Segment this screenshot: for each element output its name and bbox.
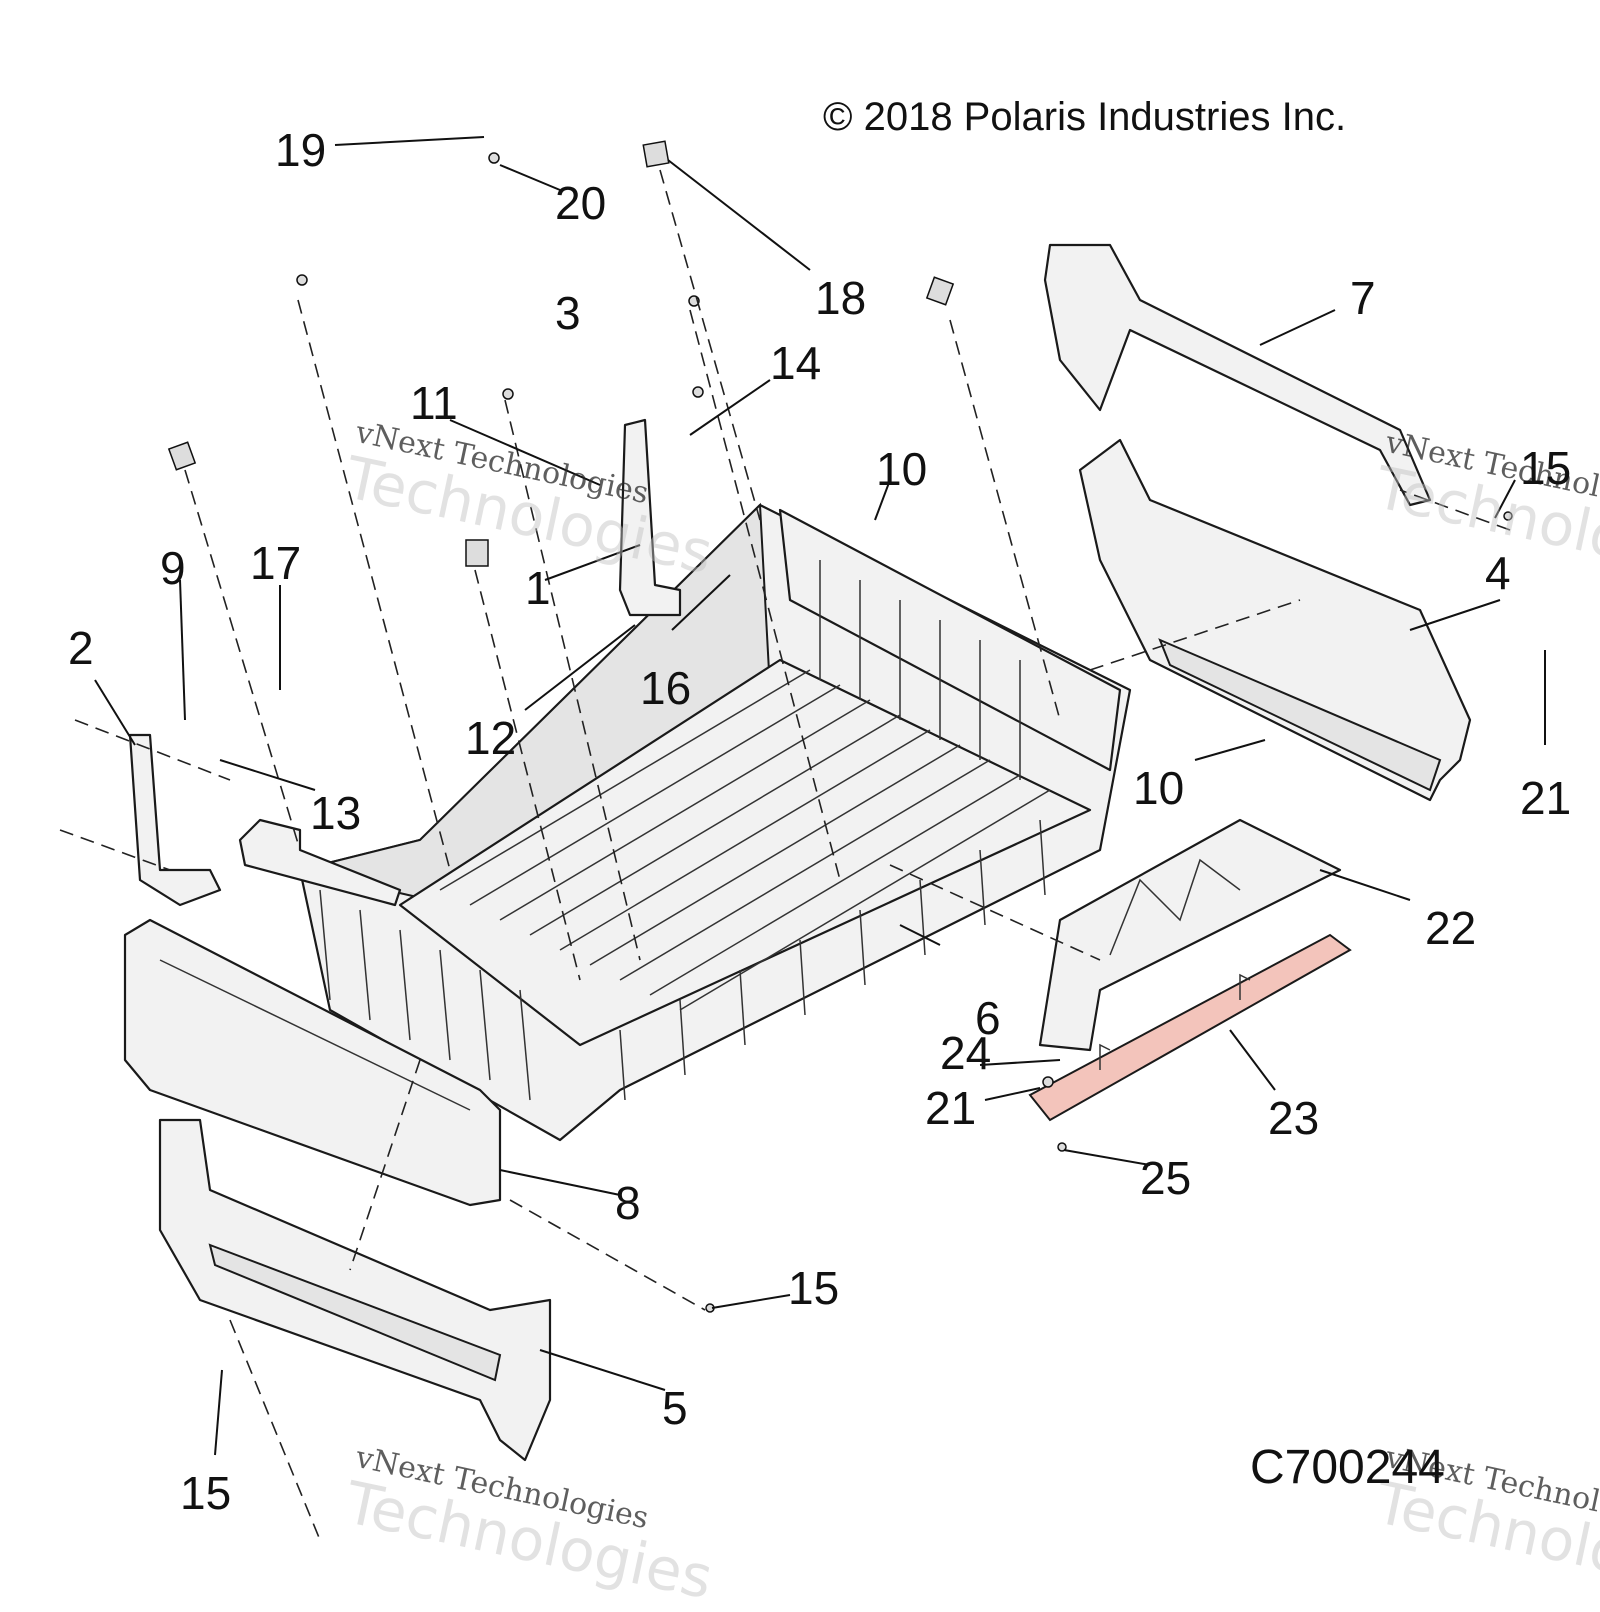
callout-18: 18: [815, 272, 867, 324]
rear-upper-panel: [1043, 243, 1432, 507]
callout-15: 15: [1520, 442, 1572, 494]
callout-8: 8: [615, 1177, 641, 1229]
cargo-box: [298, 502, 1132, 1142]
front-panel: [158, 1118, 552, 1462]
rear-panel: [1078, 438, 1472, 802]
callout-12: 12: [465, 712, 517, 764]
callout-24: 24: [940, 1027, 992, 1079]
hardware: [167, 140, 1513, 1313]
callout-5: 5: [662, 1382, 688, 1434]
callout-21: 21: [925, 1082, 977, 1134]
left-bracket: [128, 733, 222, 907]
callout-2: 2: [68, 622, 94, 674]
callout-11: 11: [410, 377, 458, 429]
callout-25: 25: [1140, 1152, 1192, 1204]
callout-15: 15: [788, 1262, 840, 1314]
diagram-code: C700244: [1250, 1441, 1445, 1494]
callout-17: 17: [250, 537, 302, 589]
assembly-lines: [59, 169, 1511, 1541]
callout-1: 1: [525, 562, 551, 614]
callout-21: 21: [1520, 772, 1572, 824]
leader-lines: [94, 136, 1546, 1456]
center-bracket: [618, 418, 682, 617]
callout-16: 16: [640, 662, 692, 714]
callout-22: 22: [1425, 902, 1477, 954]
callout-15: 15: [180, 1467, 232, 1519]
callout-20: 20: [555, 177, 607, 229]
skid-plate: [1038, 818, 1342, 1052]
callout-6: 6: [975, 992, 1001, 1044]
left-rail: [238, 818, 402, 907]
callout-4: 4: [1485, 547, 1511, 599]
callout-14: 14: [770, 337, 822, 389]
callout-10: 10: [1133, 762, 1185, 814]
callout-10: 10: [876, 443, 928, 495]
callout-3: 3: [555, 287, 581, 339]
callout-7: 7: [1350, 272, 1376, 324]
copyright-text: © 2018 Polaris Industries Inc.: [823, 95, 1347, 139]
front-upper-panel: [123, 918, 502, 1207]
mount-plate: [1028, 933, 1352, 1122]
callout-13: 13: [310, 787, 362, 839]
callout-9: 9: [160, 542, 186, 594]
callout-19: 19: [275, 124, 327, 176]
callout-23: 23: [1268, 1092, 1320, 1144]
